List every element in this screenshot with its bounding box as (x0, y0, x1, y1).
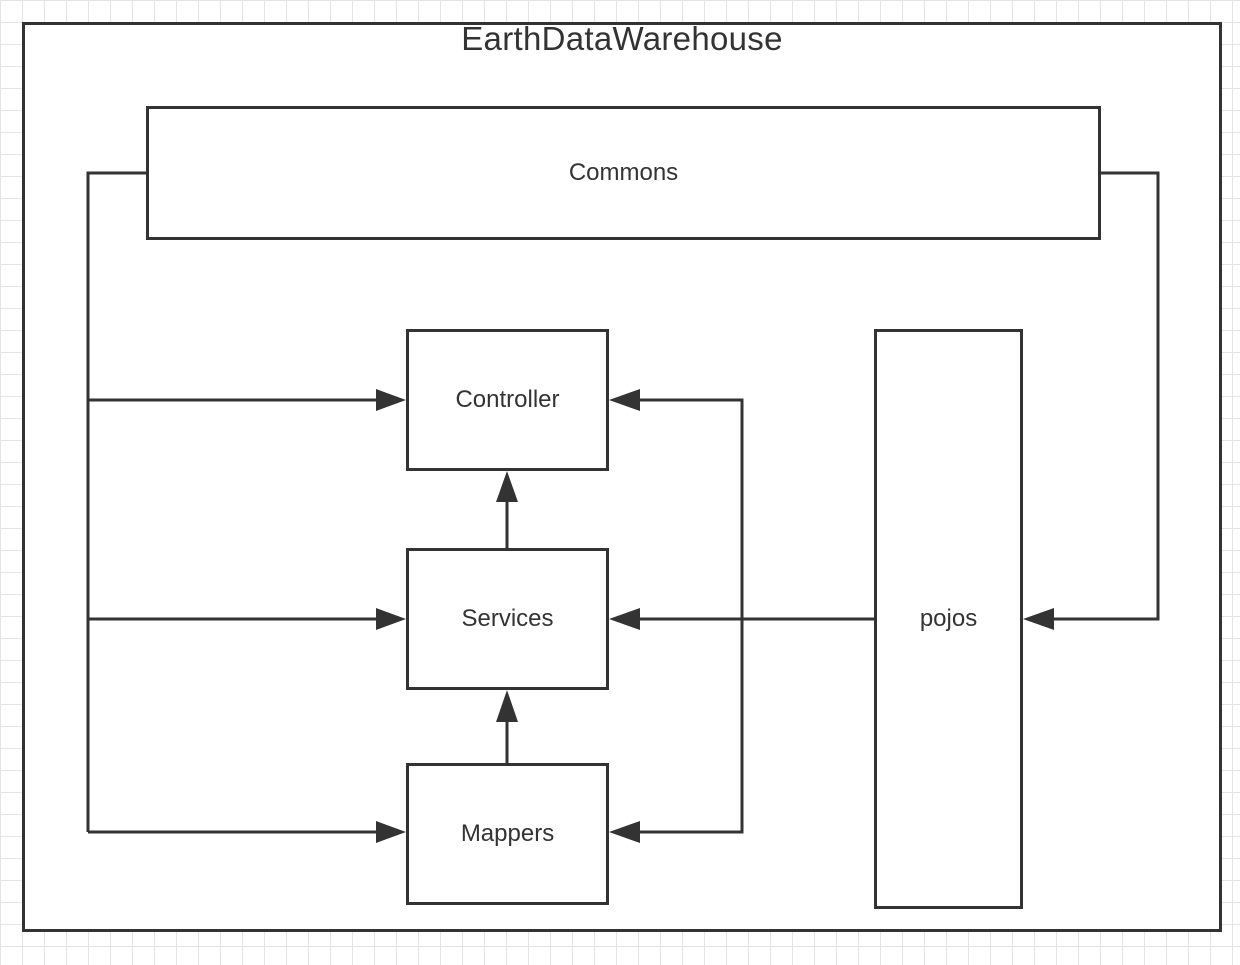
mappers-module[interactable]: Mappers (406, 763, 609, 905)
services-module[interactable]: Services (406, 548, 609, 690)
edge-commons-to-pojos (1052, 171, 1160, 621)
controller-module[interactable]: Controller (406, 329, 609, 471)
arrowhead-pojos-services (609, 608, 640, 630)
arrowhead-mappers-services (496, 690, 518, 722)
arrowhead-commons-services (376, 608, 406, 630)
arrowhead-commons-controller (376, 389, 406, 411)
arrowhead-commons-mappers (376, 821, 406, 843)
mappers-label: Mappers (460, 820, 555, 847)
pojos-module[interactable]: pojos (874, 329, 1023, 909)
services-label: Services (461, 605, 554, 632)
commons-label: Commons (568, 159, 679, 186)
diagram-title: EarthDataWarehouse (461, 20, 783, 57)
arrowhead-pojos-controller (609, 389, 640, 411)
edge-commons-left-bus (86, 171, 146, 832)
commons-module[interactable]: Commons (146, 106, 1101, 240)
arrowhead-services-controller (496, 471, 518, 502)
arrowhead-commons-pojos (1023, 608, 1054, 630)
arrowhead-pojos-mappers (609, 821, 640, 843)
edge-pojos-bus (638, 398, 744, 834)
pojos-label: pojos (919, 605, 978, 632)
controller-label: Controller (455, 386, 560, 413)
